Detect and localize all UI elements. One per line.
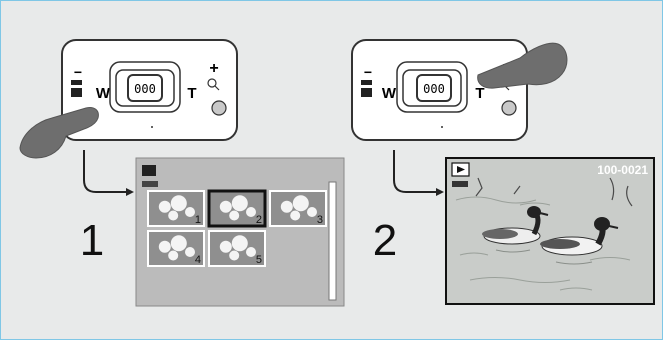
thumbnail-1[interactable]: 1 — [148, 191, 204, 226]
flower-shape — [168, 211, 178, 221]
step-2: − W 000 T + 2 — [352, 40, 654, 304]
flower-shape — [229, 211, 239, 221]
flower-shape — [171, 235, 187, 251]
flower-shape — [185, 247, 195, 257]
flower-shape — [281, 201, 293, 213]
thumbnail-index: 4 — [195, 254, 201, 266]
thumbnail-index: 2 — [256, 214, 262, 226]
lever-grip-label: 000 — [134, 82, 156, 96]
step-1: − W 000 T + 1 — [20, 40, 344, 306]
thumbnail-3[interactable]: 3 — [270, 191, 326, 226]
card-icon — [452, 181, 468, 187]
flower-shape — [185, 207, 195, 217]
thumbnail-index: 1 — [195, 214, 201, 226]
flower-shape — [246, 247, 256, 257]
flower-shape — [220, 201, 232, 213]
flower-shape — [229, 251, 239, 261]
index-icon — [361, 80, 372, 97]
connector-arrow-2 — [394, 150, 442, 192]
minus-sign: − — [74, 64, 82, 80]
connector-arrow-1 — [84, 150, 132, 192]
play-icon — [452, 163, 469, 176]
panel-dot — [441, 126, 443, 128]
minus-sign: − — [364, 64, 372, 80]
flower-shape — [293, 195, 309, 211]
step-number-1: 1 — [80, 216, 104, 265]
screen-mode-icon — [142, 165, 156, 176]
flower-shape — [232, 235, 248, 251]
zoom-wide-label: W — [96, 85, 111, 102]
round-button[interactable] — [212, 101, 226, 115]
zoom-tele-label: T — [475, 85, 484, 102]
thumbnail-index: 5 — [256, 254, 262, 266]
plus-sign: + — [209, 60, 218, 77]
flower-shape — [246, 207, 256, 217]
flower-shape — [159, 241, 171, 253]
control-panel-2: − W 000 T + — [352, 40, 527, 140]
single-image-screen: 100-0021 — [446, 158, 654, 304]
scroll-bar[interactable] — [329, 182, 336, 300]
zoom-wide-label: W — [382, 85, 397, 102]
file-number: 100-0021 — [597, 163, 648, 177]
step-number-2: 2 — [373, 216, 397, 265]
flower-shape — [290, 211, 300, 221]
card-icon — [142, 181, 158, 187]
panel-dot — [151, 126, 153, 128]
index-icon — [71, 80, 82, 97]
round-button[interactable] — [502, 101, 516, 115]
flower-shape — [220, 241, 232, 253]
flower-shape — [159, 201, 171, 213]
flower-shape — [171, 195, 187, 211]
zoom-tele-label: T — [187, 85, 196, 102]
lever-grip-label: 000 — [423, 82, 445, 96]
flower-shape — [307, 207, 317, 217]
thumbnail-5[interactable]: 5 — [209, 231, 265, 266]
thumbnail-4[interactable]: 4 — [148, 231, 204, 266]
index-screen: 1 2 3 4 5 — [136, 158, 344, 306]
flower-shape — [232, 195, 248, 211]
flower-shape — [168, 251, 178, 261]
zoom-lever-2[interactable]: 000 — [397, 62, 467, 112]
thumbnail-index: 3 — [317, 214, 323, 226]
thumbnail-2[interactable]: 2 — [209, 191, 265, 226]
zoom-lever-1[interactable]: 000 — [110, 62, 180, 112]
